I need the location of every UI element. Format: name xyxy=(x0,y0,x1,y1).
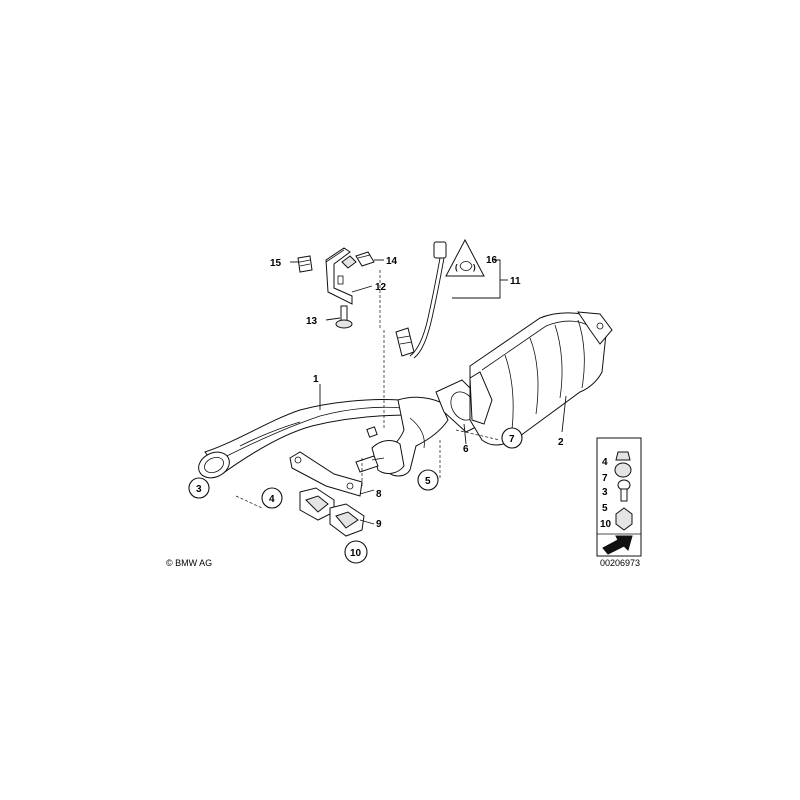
parts-legend: 4 7 3 5 10 xyxy=(596,437,642,557)
callouts: 1 2 3 4 5 6 7 8 9 10 11 12 13 14 15 16 xyxy=(188,255,564,564)
grommet-icon xyxy=(614,462,632,478)
legend-item-2: 7 xyxy=(602,473,608,484)
oxygen-sensor[interactable] xyxy=(395,241,447,359)
callout-6: 6 xyxy=(463,444,469,455)
warning-triangle-icon: ( ) xyxy=(445,238,485,277)
mount-stud[interactable] xyxy=(355,455,385,473)
clip-nut[interactable] xyxy=(341,255,357,269)
callout-13: 13 xyxy=(306,316,318,327)
rubber-mount[interactable] xyxy=(299,487,365,537)
front-pipe[interactable] xyxy=(194,396,449,482)
callout-14: 14 xyxy=(386,256,398,267)
legend-item-3: 3 xyxy=(602,487,608,498)
catalytic-converter[interactable] xyxy=(469,311,613,446)
rubber-bush-icon xyxy=(615,451,631,461)
copyright: © BMW AG xyxy=(166,558,212,568)
legend-item-4: 5 xyxy=(602,503,608,514)
cable-clip[interactable] xyxy=(297,255,313,273)
bracket[interactable] xyxy=(325,247,353,305)
callout-7: 7 xyxy=(509,434,515,445)
legend-item-1: 4 xyxy=(602,457,608,468)
arrow-icon xyxy=(602,535,633,555)
callout-2: 2 xyxy=(558,437,564,448)
callout-3: 3 xyxy=(196,484,202,495)
callout-16: 16 xyxy=(486,255,498,266)
image-number: 00206973 xyxy=(600,558,640,568)
callout-8: 8 xyxy=(376,489,382,500)
callout-12: 12 xyxy=(375,282,387,293)
callout-4: 4 xyxy=(269,494,275,505)
callout-5: 5 xyxy=(425,476,431,487)
svg-text:(: ( xyxy=(455,263,458,272)
nut-icon xyxy=(615,507,633,531)
spring-clip[interactable] xyxy=(355,251,375,267)
legend-item-5: 10 xyxy=(600,519,612,530)
callout-9: 9 xyxy=(376,519,382,530)
callout-15: 15 xyxy=(270,258,282,269)
screw[interactable] xyxy=(335,305,353,329)
callout-10: 10 xyxy=(350,548,362,559)
callout-11: 11 xyxy=(510,276,521,287)
svg-text:): ) xyxy=(473,263,476,272)
leader-lines xyxy=(290,259,567,525)
callout-1: 1 xyxy=(313,374,319,385)
assembly-lines xyxy=(235,270,501,509)
mount-bracket[interactable] xyxy=(289,451,363,497)
